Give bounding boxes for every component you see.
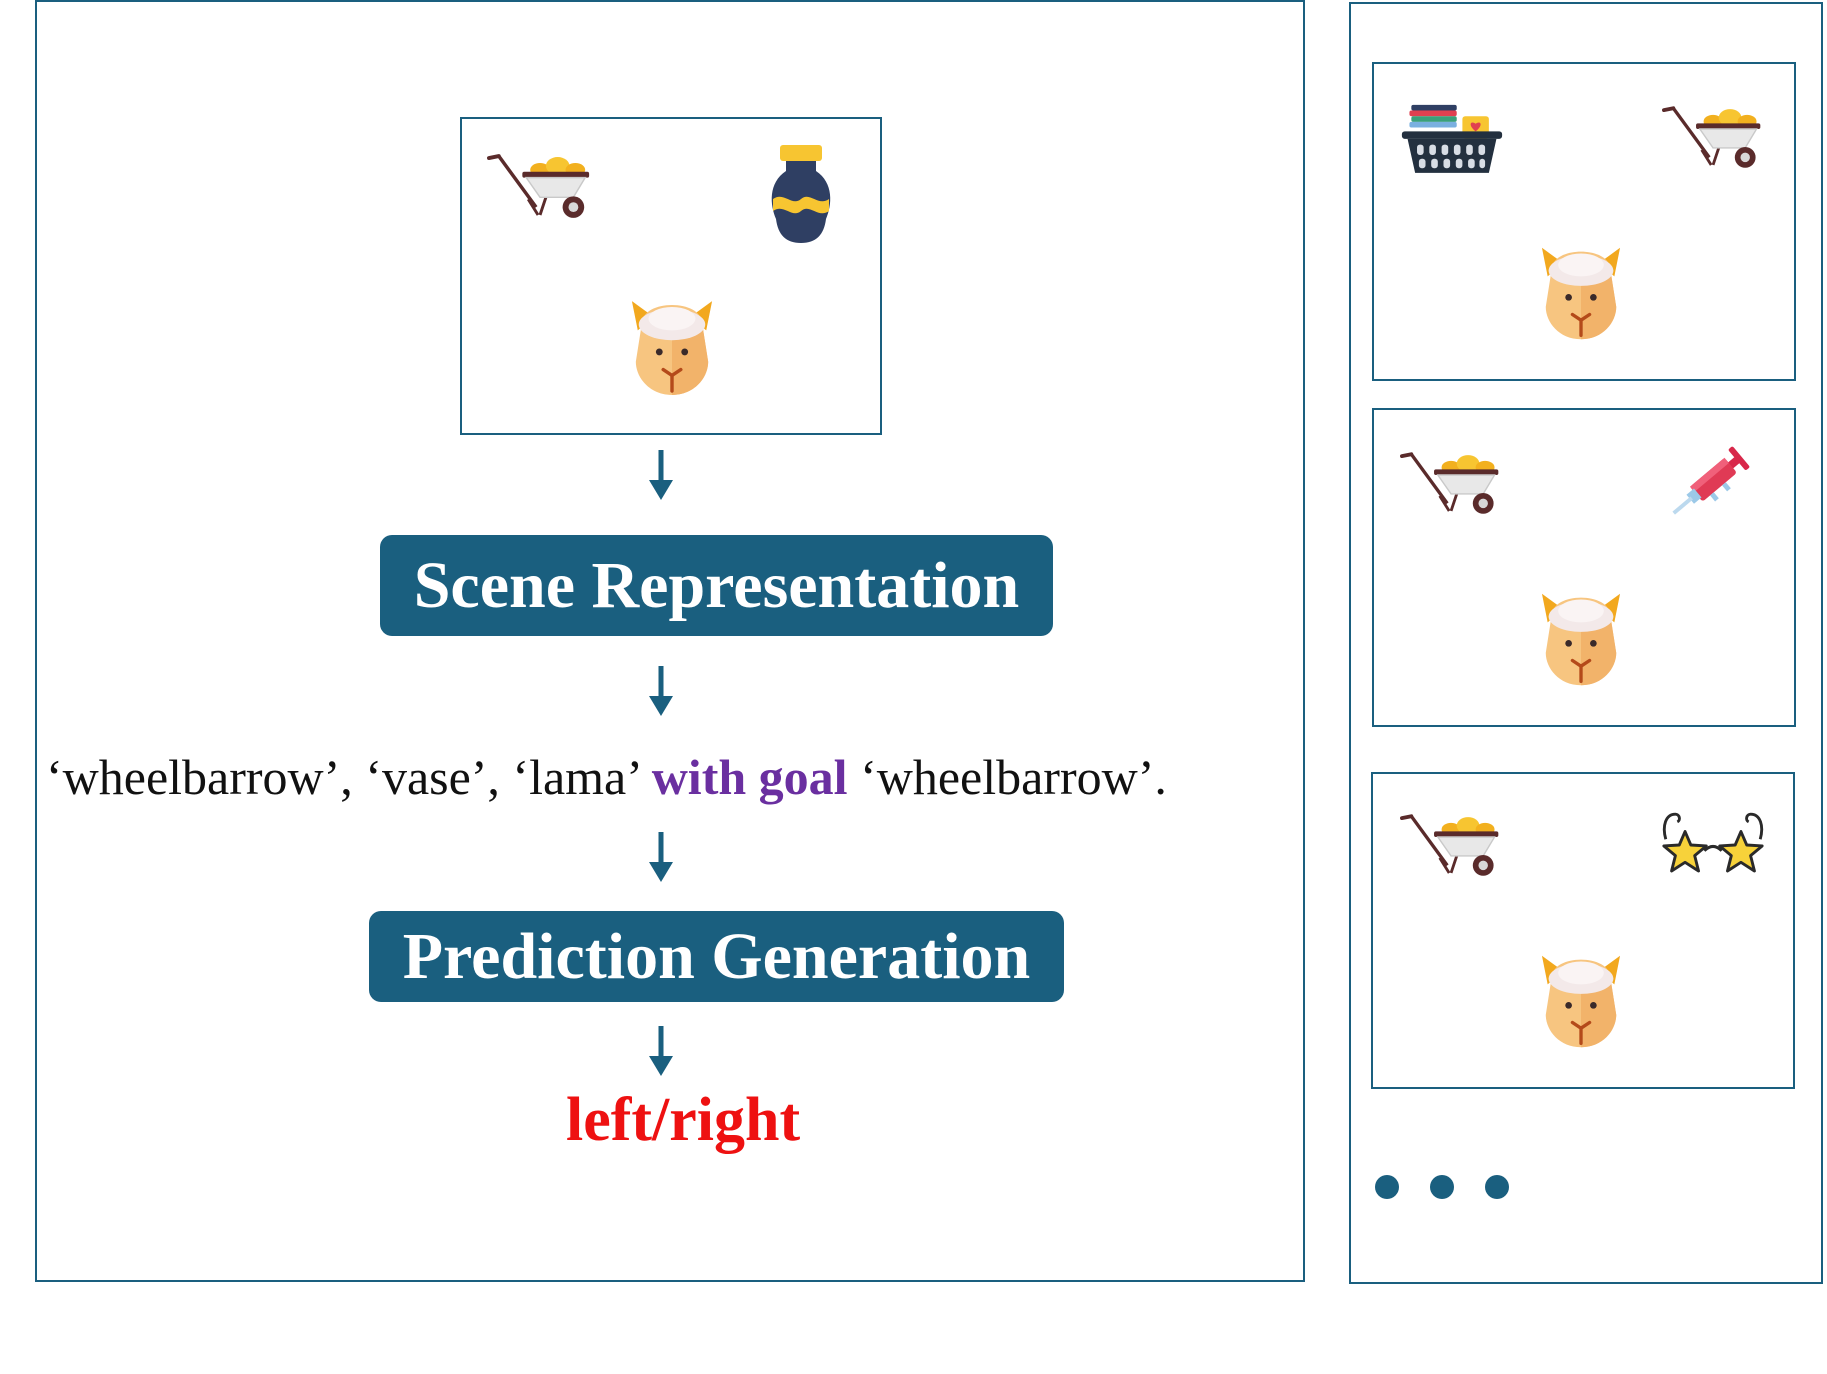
- goal-text: ‘wheelbarrow’.: [860, 749, 1167, 805]
- syringe-icon: [1658, 432, 1766, 530]
- wheelbarrow-icon: [1662, 102, 1766, 174]
- vase-icon: [766, 143, 836, 248]
- lama-icon: [1538, 590, 1624, 690]
- goal-keyword: with goal: [651, 749, 848, 805]
- lama-icon: [628, 297, 716, 400]
- arrow-down-icon: [646, 450, 676, 502]
- wheelbarrow-icon: [487, 150, 595, 224]
- prediction-generation-label: Prediction Generation: [402, 919, 1031, 993]
- objects-text: ‘wheelbarrow’, ‘vase’, ‘lama’: [46, 749, 640, 805]
- prediction-generation-block: Prediction Generation: [369, 911, 1064, 1002]
- laundry-basket-icon: [1400, 98, 1504, 176]
- arrow-down-icon: [646, 666, 676, 718]
- arrow-down-icon: [646, 832, 676, 884]
- output-label: left/right: [566, 1086, 801, 1154]
- more-ellipsis-icon: [1375, 1175, 1509, 1199]
- arrow-down-icon: [646, 1026, 676, 1078]
- scene-representation-block: Scene Representation: [380, 535, 1053, 636]
- lama-icon: [1538, 244, 1624, 344]
- star-glasses-icon: [1660, 806, 1766, 884]
- wheelbarrow-icon: [1400, 810, 1504, 882]
- wheelbarrow-icon: [1400, 448, 1504, 520]
- scene-sentence: ‘wheelbarrow’, ‘vase’, ‘lama’ with goal …: [46, 748, 1306, 806]
- lama-icon: [1538, 952, 1624, 1052]
- scene-representation-label: Scene Representation: [413, 548, 1020, 622]
